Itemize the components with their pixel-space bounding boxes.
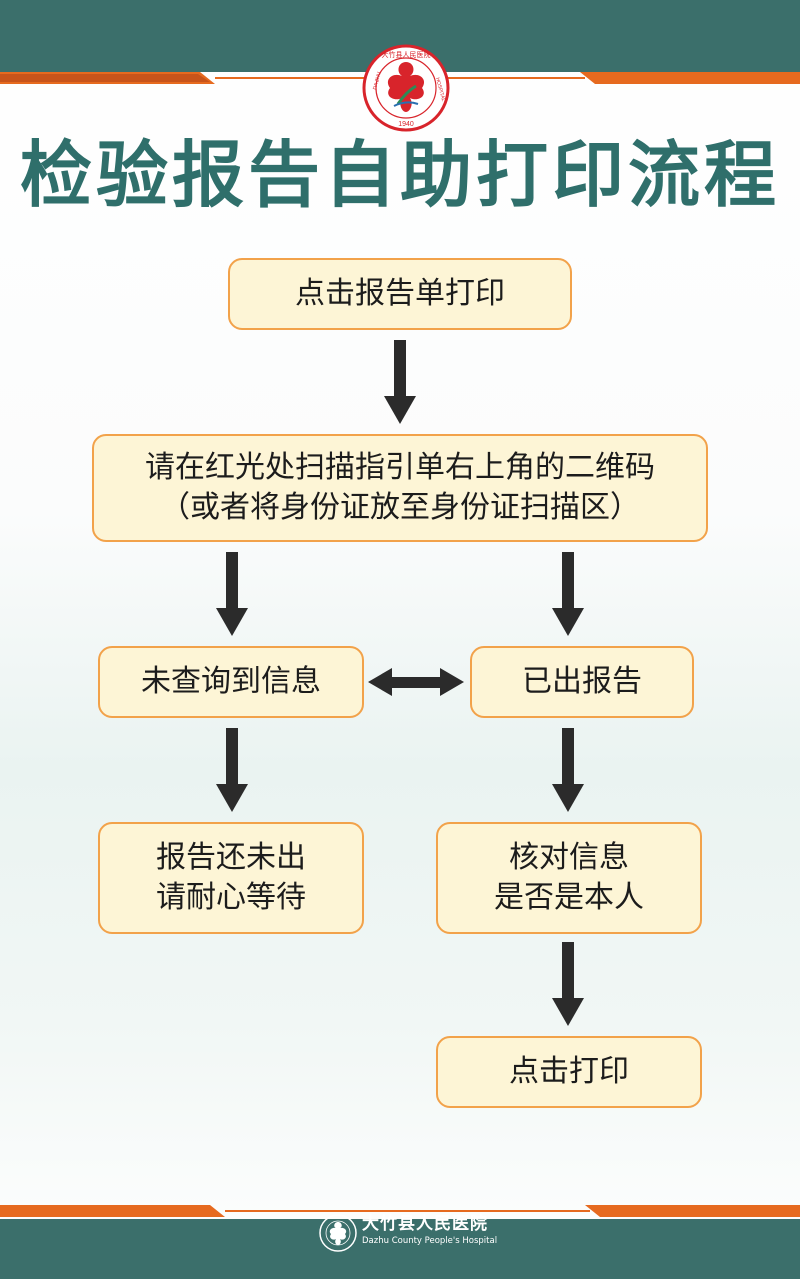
double-arrow-head-right [440, 668, 464, 696]
arrow-head-4 [216, 784, 248, 812]
arrow-shaft-6 [562, 942, 574, 1000]
step-click-print-label: 点击打印 [509, 1054, 629, 1089]
step-scan-qr-line1: 请在红光处扫描指引单右上角的二维码 [145, 450, 655, 485]
step-print-report-label: 点击报告单打印 [295, 276, 505, 311]
result-please-wait-line2: 请耐心等待 [156, 880, 306, 915]
arrow-head-1 [384, 396, 416, 424]
step-print-report: 点击报告单打印 [228, 258, 572, 330]
footer-hospital-name: 大竹县人民医院 [362, 1214, 488, 1234]
page-title: 检验报告自助打印流程 [19, 133, 780, 217]
double-arrow-shaft [390, 677, 442, 688]
footer-logo [319, 1214, 357, 1252]
logo-ring-text: 大竹县人民医院 [382, 50, 431, 59]
step-verify-identity-line2: 是否是本人 [494, 880, 644, 915]
bottom-banner [0, 1205, 800, 1279]
arrow-shaft-1 [394, 340, 406, 398]
result-please-wait: 报告还未出 请耐心等待 [98, 822, 364, 934]
arrow-head-6 [552, 998, 584, 1026]
arrow-head-5 [552, 784, 584, 812]
arrow-head-2 [216, 608, 248, 636]
branch-no-info: 未查询到信息 [98, 646, 364, 718]
footer-hospital-name-block: 大竹县人民医院 Dazhu County People's Hospital [362, 1213, 497, 1247]
branch-report-ready: 已出报告 [470, 646, 694, 718]
arrow-shaft-3 [562, 552, 574, 610]
arrow-head-3 [552, 608, 584, 636]
arrow-shaft-2 [226, 552, 238, 610]
step-verify-identity: 核对信息 是否是本人 [436, 822, 702, 934]
step-click-print: 点击打印 [436, 1036, 702, 1108]
result-please-wait-line1: 报告还未出 [156, 840, 306, 875]
branch-report-ready-label: 已出报告 [522, 664, 642, 699]
logo-year: 1940 [398, 121, 414, 128]
footer-hospital-english: Dazhu County People's Hospital [362, 1236, 498, 1246]
step-verify-identity-line1: 核对信息 [509, 840, 629, 875]
logo-letters-left: DA ZHU [372, 71, 383, 91]
double-arrow-head-left [368, 668, 392, 696]
hospital-logo: 大竹县人民医院 1940 DA ZHU HOSPITAL [362, 44, 450, 132]
step-scan-qr: 请在红光处扫描指引单右上角的二维码 （或者将身份证放至身份证扫描区） [92, 434, 708, 542]
arrow-shaft-4 [226, 728, 238, 786]
step-scan-qr-line2: （或者将身份证放至身份证扫描区） [160, 490, 640, 525]
branch-no-info-label: 未查询到信息 [141, 664, 321, 699]
arrow-shaft-5 [562, 728, 574, 786]
